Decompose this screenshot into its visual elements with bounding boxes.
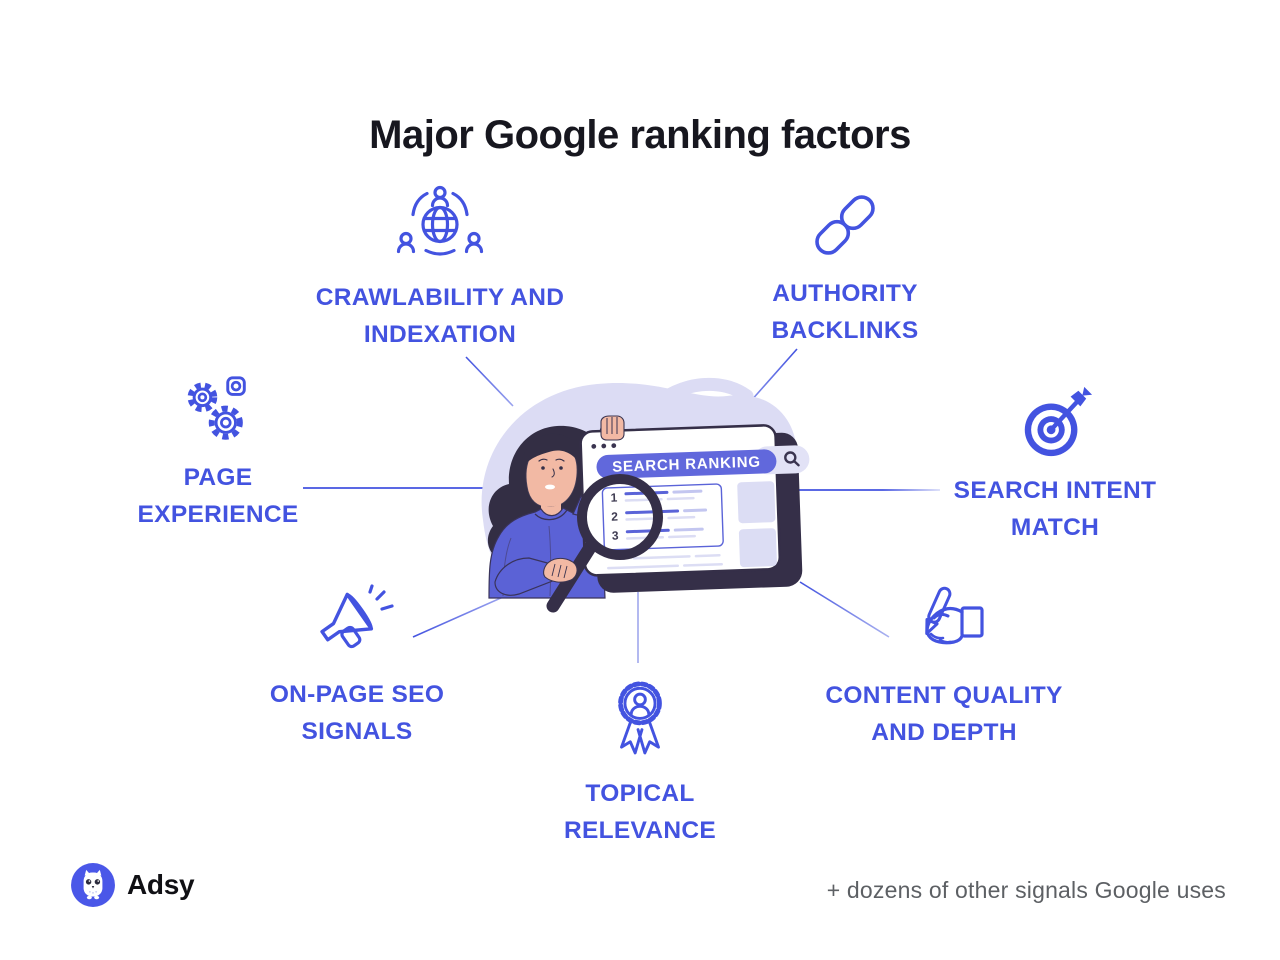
factor-page-experience: PAGE EXPERIENCE — [68, 372, 368, 533]
ranking-result-lines — [624, 489, 708, 540]
factor-label: ON-PAGE SEO SIGNALS — [270, 676, 444, 750]
gripping-hand — [600, 415, 625, 441]
sidebar-card-2 — [738, 528, 777, 568]
factor-authority-backlinks: AUTHORITY BACKLINKS — [695, 186, 995, 349]
factor-label-line: AUTHORITY — [772, 280, 918, 307]
page-title: Major Google ranking factors — [369, 112, 911, 157]
factor-search-intent-match: SEARCH INTENT MATCH — [905, 383, 1205, 546]
browser-window: SEARCH RANKING 1 2 3 — [579, 424, 810, 593]
factor-label-line: CRAWLABILITY AND — [315, 284, 565, 311]
network-globe-icon — [394, 183, 486, 268]
factor-label: PAGE EXPERIENCE — [138, 459, 299, 533]
footer-note: + dozens of other signals Google uses — [826, 877, 1226, 903]
swoosh-shape — [644, 377, 754, 425]
factor-label-line: PAGE — [183, 464, 253, 491]
rank-number-2: 2 — [611, 510, 618, 524]
brand-name: Adsy — [127, 869, 195, 900]
sidebar-card-1 — [737, 481, 776, 524]
rank-number-1: 1 — [610, 491, 617, 505]
factor-label-line: SEARCH INTENT — [953, 477, 1157, 504]
factor-label-line: AND DEPTH — [871, 719, 1017, 746]
woman-hand — [543, 557, 578, 583]
factor-label-line: EXPERIENCE — [137, 501, 299, 528]
search-icon — [784, 451, 800, 467]
factor-label-line: ON-PAGE SEO — [269, 681, 445, 708]
factor-label-line: MATCH — [1010, 514, 1100, 541]
factor-label-line: BACKLINKS — [771, 317, 919, 344]
factor-crawlability-indexation: CRAWLABILITY AND INDEXATION — [290, 183, 590, 353]
sweater-collar — [534, 509, 568, 521]
center-illustration: SEARCH RANKING 1 2 3 — [481, 377, 810, 613]
woman-neck — [541, 502, 561, 516]
factor-on-page-seo-signals: ON-PAGE SEO SIGNALS — [207, 579, 507, 750]
factor-label-line: CONTENT QUALITY — [825, 682, 1063, 709]
factor-label-line: TOPICAL — [585, 780, 695, 807]
brand-logo: Adsy — [70, 862, 195, 908]
writing-hand-icon — [898, 584, 990, 666]
rank-number-3: 3 — [612, 529, 619, 543]
gears-icon — [176, 372, 260, 448]
factor-topical-relevance: TOPICAL RELEVANCE — [490, 668, 790, 849]
factor-label: TOPICAL RELEVANCE — [564, 775, 716, 849]
award-medal-icon — [605, 668, 675, 764]
factor-label: AUTHORITY BACKLINKS — [772, 275, 919, 349]
woman-forearm — [494, 557, 578, 596]
factor-label-line: INDEXATION — [363, 321, 517, 348]
target-dart-icon — [1014, 383, 1096, 461]
factor-content-quality-depth: CONTENT QUALITY AND DEPTH — [794, 584, 1094, 751]
factor-label: CRAWLABILITY AND INDEXATION — [316, 279, 564, 353]
factor-label: SEARCH INTENT MATCH — [954, 472, 1157, 546]
search-ranking-bar — [596, 449, 777, 479]
chain-link-icon — [806, 186, 884, 264]
factor-label: CONTENT QUALITY AND DEPTH — [825, 677, 1062, 751]
factor-label-line: SIGNALS — [301, 718, 413, 745]
factor-label-line: RELEVANCE — [564, 817, 716, 844]
woman-face-features — [538, 458, 565, 490]
browser-title: SEARCH RANKING — [612, 454, 761, 476]
browser-footer-lines — [607, 554, 723, 570]
woman-bangs — [521, 433, 582, 470]
megaphone-icon — [313, 579, 401, 665]
browser-dots — [591, 443, 617, 449]
adsy-owl-icon — [70, 862, 116, 908]
